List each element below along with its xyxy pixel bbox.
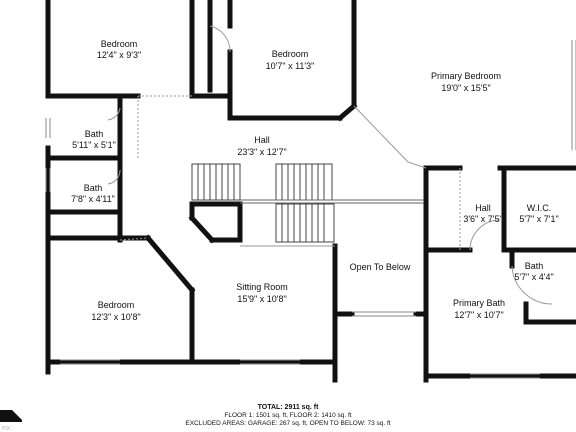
logo-mark-shape — [0, 410, 22, 422]
room-name-sitting-room: Sitting Room — [236, 282, 288, 292]
room-dims-bedroom-sw: 12'3" x 10'8" — [91, 312, 140, 322]
room-dims-primary-bedroom: 19'0" x 15'5" — [441, 83, 490, 93]
logo-text: PIX — [2, 426, 11, 432]
room-name-bedroom-nw: Bedroom — [101, 39, 138, 49]
room-dims-wic: 5'7" x 7'1" — [519, 214, 558, 224]
angled-opening-line — [353, 105, 409, 163]
room-name-open-to-below: Open To Below — [350, 262, 411, 272]
door-swing — [209, 25, 231, 53]
room-name-hall-small: Hall — [475, 203, 491, 213]
area-summary: TOTAL: 2911 sq. ft FLOOR 1: 1501 sq. ft,… — [0, 404, 576, 427]
excluded-areas: EXCLUDED AREAS: GARAGE: 267 sq. ft, OPEN… — [185, 419, 391, 427]
room-dims-bedroom-n: 10'7" x 11'3" — [266, 61, 315, 71]
room-name-primary-bedroom: Primary Bedroom — [431, 71, 501, 81]
walls — [45, 0, 576, 383]
door-swing — [107, 107, 121, 121]
wall-segment — [188, 214, 216, 244]
room-dims-bath-primary-small: 5'7" x 4'4" — [514, 272, 553, 282]
room-name-bedroom-sw: Bedroom — [98, 300, 135, 310]
door-swing — [469, 219, 501, 251]
wall-segment — [144, 234, 196, 294]
company-logo: PIX — [0, 410, 22, 432]
room-name-wic: W.I.C. — [527, 203, 552, 213]
thin-lines — [119, 95, 461, 250]
room-dims-bath-1: 5'11" x 5'1" — [72, 140, 116, 150]
room-name-bath-2: Bath — [84, 183, 103, 193]
room-dims-primary-bath: 12'7" x 10'7" — [454, 310, 503, 320]
total-area: TOTAL: 2911 sq. ft — [257, 404, 319, 411]
staircase — [191, 163, 424, 243]
door-swings — [107, 25, 553, 305]
stair-treads-lower — [281, 204, 325, 242]
door-swing — [107, 169, 121, 185]
doorway-line — [119, 237, 149, 241]
stair-treads-left — [197, 164, 235, 200]
room-dims-sitting-room: 15'9" x 10'8" — [237, 294, 286, 304]
room-dims-bath-2: 7'8" x 4'11" — [71, 194, 115, 204]
stair-run-lower — [275, 203, 335, 243]
room-name-bath-1: Bath — [85, 129, 104, 139]
windows — [45, 40, 576, 379]
room-name-hall-main: Hall — [254, 135, 270, 145]
floor-areas: FLOOR 1: 1501 sq. ft, FLOOR 2: 1410 sq. … — [224, 411, 352, 419]
room-name-bedroom-n: Bedroom — [272, 49, 309, 59]
room-name-bath-primary-small: Bath — [525, 261, 544, 271]
room-labels: Bedroom 12'4" x 9'3" Bedroom 10'7" x 11'… — [71, 39, 559, 322]
room-dims-hall-main: 23'3" x 12'7" — [237, 147, 286, 157]
room-dims-hall-small: 3'6" x 7'5" — [463, 214, 502, 224]
door-swing — [511, 265, 553, 305]
room-name-primary-bath: Primary Bath — [453, 298, 505, 308]
angled-opening-line — [407, 161, 427, 169]
stair-treads-right — [281, 164, 325, 200]
room-dims-bedroom-nw: 12'4" x 9'3" — [97, 50, 141, 60]
